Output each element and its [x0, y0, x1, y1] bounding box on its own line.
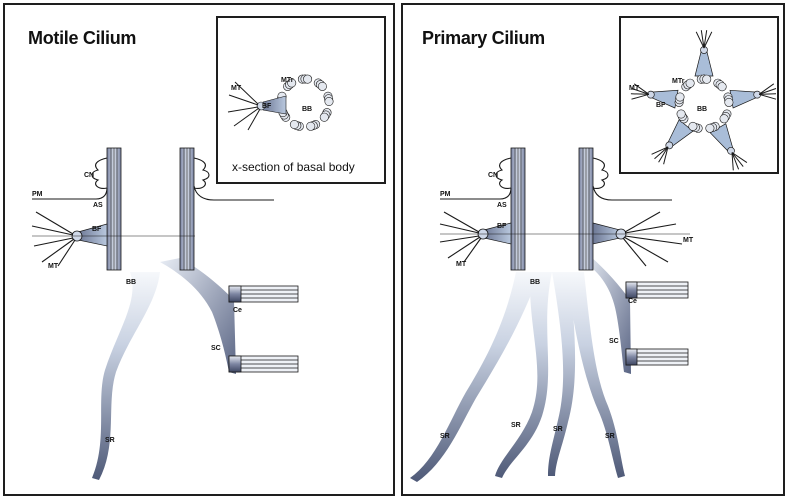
microtubule-triplet-tubule	[677, 110, 685, 118]
inset-label-bb: BB	[697, 106, 707, 113]
microtubule-line	[632, 94, 649, 99]
motile-basal-body	[107, 148, 194, 270]
label-bb: BB	[126, 279, 136, 286]
label-pm: PM	[440, 191, 451, 198]
inset-label-mt: MT	[231, 85, 242, 92]
label-cn: CN	[84, 172, 94, 179]
microtubule-triplet-tubule	[689, 122, 697, 130]
microtubule-triplet-tubule	[303, 75, 311, 83]
label-ce: Ce	[628, 298, 637, 305]
inset-label-mtr: MTr	[281, 77, 294, 84]
microtubule-triplet-tubule	[706, 124, 714, 132]
label-as: AS	[93, 202, 103, 209]
basal-foot	[668, 120, 693, 146]
microtubule-triplet-tubule	[318, 82, 326, 90]
microtubule-triplet-tubule	[325, 97, 333, 105]
motile-rootlet	[92, 258, 236, 480]
primary-rootlets	[410, 256, 631, 482]
microtubule-triplet-tubule	[720, 115, 728, 123]
inset-label-mt: MT	[629, 85, 640, 92]
microtubule-triplet-tubule	[725, 98, 733, 106]
label-sr-4: SR	[605, 433, 615, 440]
primary-inset-basal-body-ring: MT BF MTr BB	[629, 30, 776, 170]
microtubule-line	[759, 94, 776, 95]
basal-foot	[730, 90, 756, 108]
label-bf: BF	[92, 226, 102, 233]
microtubule-triplet-tubule	[718, 83, 726, 91]
label-mt-left: MT	[456, 261, 467, 268]
basal-foot	[695, 52, 713, 76]
label-bf: BF	[497, 223, 507, 230]
microtubule-line	[759, 84, 774, 95]
primary-centriole	[626, 282, 688, 365]
label-mt: MT	[48, 263, 59, 270]
microtubule-triplet-tubule	[676, 93, 684, 101]
primary-membrane	[440, 158, 672, 200]
label-ce: Ce	[233, 307, 242, 314]
motile-centriole	[229, 286, 298, 372]
label-as: AS	[497, 202, 507, 209]
inset-label-bb: BB	[302, 106, 312, 113]
microtubule-line	[664, 147, 668, 164]
microtubule-line	[759, 94, 776, 99]
microtubule-triplet-tubule	[307, 122, 315, 130]
label-sc: SC	[609, 338, 619, 345]
microtubule-triplet-tubule	[703, 75, 711, 83]
label-sr-3: SR	[553, 426, 563, 433]
motile-membrane	[32, 158, 274, 200]
inset-label-mtr: MTr	[672, 78, 685, 85]
label-bb: BB	[530, 279, 540, 286]
label-sr-2: SR	[511, 422, 521, 429]
inset-label-bf: BF	[656, 102, 666, 109]
inset-basal-body-ring: MT BF MTr BB	[228, 75, 333, 131]
primary-basal-feet	[440, 212, 690, 266]
label-cn: CN	[488, 172, 498, 179]
primary-basal-body	[511, 148, 593, 270]
label-sr: SR	[105, 437, 115, 444]
label-pm: PM	[32, 191, 43, 198]
label-mt-right: MT	[683, 237, 694, 244]
label-sr-1: SR	[440, 433, 450, 440]
label-sc: SC	[211, 345, 221, 352]
microtubule-triplet-tubule	[320, 113, 328, 121]
microtubule-triplet-tubule	[290, 120, 298, 128]
inset-label-bf: BF	[262, 103, 272, 110]
microtubule-triplet-tubule	[686, 79, 694, 87]
